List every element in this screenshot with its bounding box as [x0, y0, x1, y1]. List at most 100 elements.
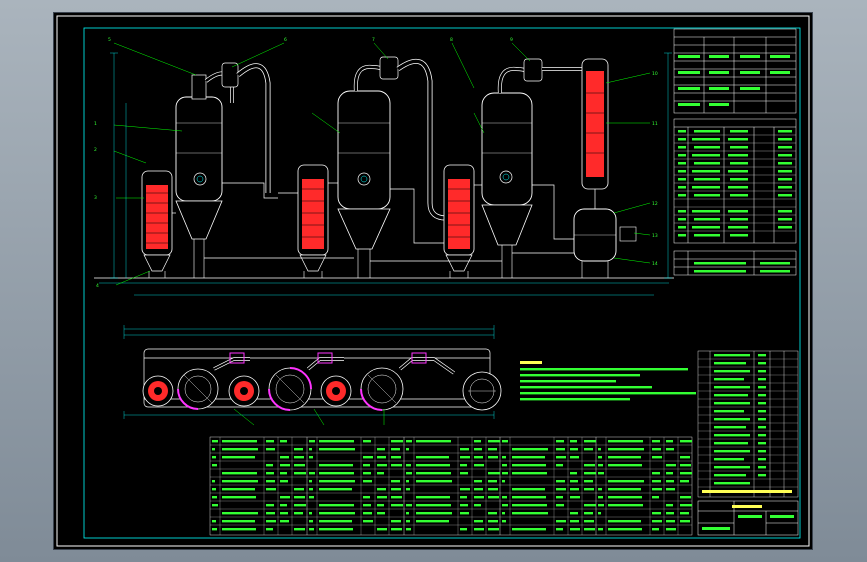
parts-list-right — [697, 350, 799, 498]
parts-list-cell — [391, 504, 403, 507]
evaporator-3 — [481, 58, 584, 278]
parts-list-cell — [608, 504, 643, 507]
parts-list-cell — [416, 520, 449, 523]
parts-list-cell — [460, 504, 468, 507]
parts-list-cell — [319, 528, 353, 531]
parts-list-cell — [212, 448, 215, 451]
parts-list-right-rows — [698, 358, 798, 488]
parts-list-cell — [474, 448, 482, 451]
parts-list-cell — [212, 528, 217, 531]
parts-list-cell — [666, 472, 673, 475]
parts-list-cell — [406, 512, 409, 515]
parts-list-cell — [570, 496, 580, 499]
parts-list-cell — [460, 472, 468, 475]
svg-text:3: 3 — [94, 195, 97, 201]
parts-list-cell — [488, 440, 500, 443]
parts-list-cell — [556, 448, 565, 451]
parts-list-cell — [502, 496, 507, 499]
heater-2 — [297, 164, 329, 278]
parts-list-cell — [309, 480, 312, 483]
parts-list-cell — [377, 448, 385, 451]
parts-list-cell — [406, 488, 410, 491]
parts-list-cell — [266, 480, 275, 483]
parts-list-cell — [222, 528, 256, 531]
parts-list-cell — [309, 488, 313, 491]
parts-list-cell — [608, 488, 641, 491]
parts-list-cell — [570, 448, 578, 451]
svg-text:10: 10 — [652, 71, 658, 77]
parts-list-cell — [488, 448, 497, 451]
parts-list-cell — [222, 448, 258, 451]
parts-list-cell — [666, 512, 674, 515]
svg-text:7: 7 — [372, 37, 375, 43]
technical-notes — [520, 361, 700, 407]
parts-list-cell — [488, 512, 497, 515]
parts-list-cell — [474, 496, 484, 499]
parts-list-cell — [680, 504, 692, 507]
parts-list-cell — [680, 480, 689, 483]
parts-list-cell — [460, 528, 467, 531]
parts-list-cell — [652, 496, 659, 499]
parts-list-cell — [222, 488, 255, 491]
svg-text:2: 2 — [94, 147, 97, 153]
parts-list-cell — [502, 520, 506, 523]
parts-list-cell — [280, 504, 287, 507]
parts-list-cell — [309, 512, 312, 515]
parts-list-bottom-rows — [210, 444, 692, 526]
parts-list-cell — [608, 440, 643, 443]
parts-list-cell — [570, 456, 579, 459]
parts-list-cell — [584, 512, 593, 515]
parts-list-cell — [512, 448, 548, 451]
parts-list-cell — [212, 520, 216, 523]
parts-list-cell — [652, 472, 660, 475]
plan-heater-1 — [142, 375, 174, 407]
parts-list-cell — [666, 520, 675, 523]
svg-text:6: 6 — [284, 37, 287, 43]
parts-list-cell — [474, 464, 484, 467]
parts-list-cell — [222, 472, 257, 475]
parts-list-cell — [294, 512, 303, 515]
parts-list-cell — [391, 520, 401, 523]
parts-list-cell — [598, 528, 603, 531]
parts-list-cell — [666, 488, 675, 491]
parts-list-cell — [266, 528, 273, 531]
parts-list-cell — [474, 480, 482, 483]
svg-text:12: 12 — [652, 201, 658, 207]
parts-list-cell — [474, 520, 483, 523]
parts-list-cell — [512, 488, 545, 491]
parts-list-cell — [460, 488, 470, 491]
revision-table — [673, 250, 797, 276]
parts-list-cell — [570, 440, 577, 443]
technical-notes-lines — [520, 361, 696, 401]
parts-list-cell — [512, 512, 548, 515]
parts-list-cell — [377, 472, 384, 475]
parts-list-cell — [212, 504, 218, 507]
svg-text:8: 8 — [450, 37, 453, 43]
parts-list-cell — [294, 464, 305, 467]
parts-list-cell — [666, 528, 676, 531]
title-strip — [732, 505, 762, 508]
parts-list-cell — [598, 504, 604, 507]
parts-list-cell — [556, 528, 563, 531]
parts-list-cell — [309, 456, 313, 459]
parts-list-cell — [377, 464, 387, 467]
parts-list-cell — [363, 504, 371, 507]
parts-list-cell — [294, 456, 304, 459]
parts-list-cell — [608, 480, 644, 483]
svg-text:14: 14 — [652, 261, 658, 267]
parts-list-cell — [266, 512, 275, 515]
revision-table-text — [694, 262, 790, 273]
parts-list-cell — [280, 440, 287, 443]
parts-list-cell — [474, 504, 481, 507]
parts-list-cell — [391, 448, 400, 451]
parts-list-cell — [391, 496, 402, 499]
parts-list-cell — [570, 512, 578, 515]
plan-evaporator-1 — [177, 368, 219, 410]
parts-list-cell — [488, 496, 499, 499]
parts-list-cell — [598, 496, 603, 499]
parts-list-cell — [460, 448, 469, 451]
parts-list-cell — [319, 464, 353, 467]
condenser-column — [581, 58, 609, 209]
